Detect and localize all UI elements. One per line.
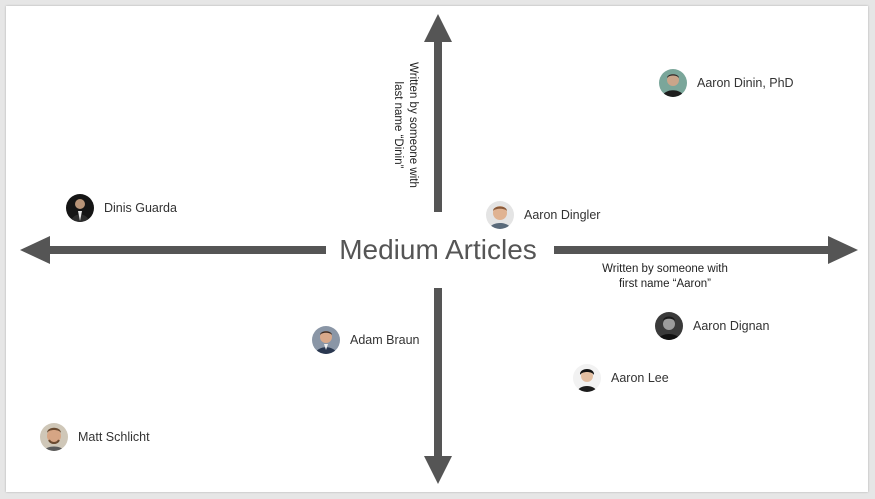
x-axis-label-line2: first name “Aaron” — [618, 278, 712, 290]
author-name: Aaron Dinin, PhD — [697, 76, 794, 90]
avatar — [40, 423, 68, 451]
y-axis-label-line1: Written by someone with — [407, 62, 419, 188]
author-name: Aaron Lee — [611, 371, 669, 385]
y-axis-label: Written by someone with last name “Dinin… — [390, 60, 420, 190]
author-aaron-dignan: Aaron Dignan — [655, 311, 769, 341]
avatar — [66, 194, 94, 222]
arrow-right-icon — [554, 236, 858, 264]
author-name: Adam Braun — [350, 333, 420, 347]
author-aaron-lee: Aaron Lee — [573, 363, 669, 393]
y-axis-label-line2: last name “Dinin” — [392, 81, 404, 169]
author-matt-schlicht: Matt Schlicht — [40, 422, 150, 452]
avatar — [312, 326, 340, 354]
author-name: Aaron Dingler — [524, 208, 601, 222]
x-axis-label-line1: Written by someone with — [602, 263, 728, 275]
arrow-left-icon — [20, 236, 326, 264]
arrow-down-icon — [424, 288, 452, 484]
author-name: Dinis Guarda — [104, 201, 177, 215]
author-name: Aaron Dignan — [693, 319, 770, 333]
diagram-title: Medium Articles — [339, 234, 537, 265]
author-name: Matt Schlicht — [78, 430, 150, 444]
author-aaron-dingler: Aaron Dingler — [486, 200, 600, 230]
author-aaron-dinin: Aaron Dinin, PhD — [659, 68, 794, 98]
avatar — [486, 201, 514, 229]
avatar — [573, 364, 601, 392]
author-adam-braun: Adam Braun — [312, 325, 419, 355]
arrow-up-icon — [424, 14, 452, 212]
x-axis-label: Written by someone with first name “Aaro… — [585, 262, 745, 292]
avatar — [659, 69, 687, 97]
avatar — [655, 312, 683, 340]
author-dinis-guarda: Dinis Guarda — [66, 193, 177, 223]
